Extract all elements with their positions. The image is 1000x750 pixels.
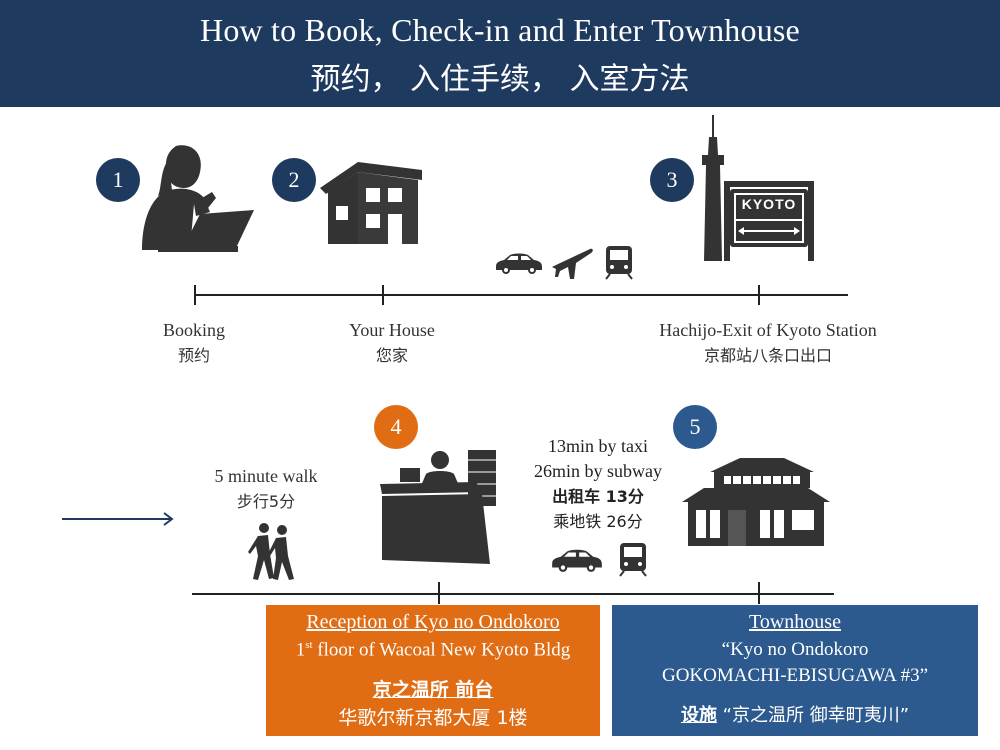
reception-floor-text: floor of Wacoal New Kyoto Bldg (312, 639, 571, 661)
reception-desk-icon (380, 450, 496, 564)
arrow-right-icon (62, 512, 174, 526)
townhouse-info-box: Townhouse “Kyo no Ondokoro GOKOMACHI-EBI… (612, 605, 978, 736)
subway-time-en: 26min by subway (534, 461, 662, 481)
person-laptop-icon (142, 145, 254, 252)
booking-label-en: Booking (162, 320, 225, 340)
step-2-badge: 2 (272, 158, 316, 202)
reception-title: Reception of Kyo no Ondokoro (306, 611, 560, 633)
timeline-bottom-line (192, 593, 834, 595)
booking-label-cn: 预约 (177, 346, 210, 365)
house-icon (320, 162, 422, 244)
timeline-tick-booking (194, 285, 196, 305)
car-icon (496, 253, 542, 274)
timeline-tick-townhouse (758, 582, 760, 604)
reception-building-cn: 华歌尔新京都大厦 1楼 (338, 707, 528, 729)
walk-label: 5 minute walk 步行5分 (196, 464, 336, 514)
station-label: Hachijo-Exit of Kyoto Station 京都站八条口出口 (620, 318, 916, 368)
walking-people-icon (248, 523, 294, 580)
reception-floor-number: 1 (295, 639, 306, 661)
station-label-cn: 京都站八条口出口 (703, 346, 832, 365)
timeline-top-line (194, 294, 848, 296)
townhouse-cn-label: 设施 (680, 705, 717, 726)
reception-floor-suffix: st (305, 639, 313, 651)
house-label: Your House 您家 (322, 318, 462, 368)
house-label-cn: 您家 (375, 346, 408, 365)
step-1-badge: 1 (96, 158, 140, 202)
reception-title-cn: 京之温所 前台 (372, 679, 494, 701)
station-label-en: Hachijo-Exit of Kyoto Station (659, 320, 877, 340)
airplane-icon (552, 248, 593, 279)
reception-floor: 1st floor of Wacoal New Kyoto Bldg (266, 639, 600, 661)
townhouse-name-cn: 设施 “京之温所 御幸町夷川” (612, 701, 978, 727)
townhouse-cn-value: “京之温所 御幸町夷川” (716, 705, 910, 726)
step-4-badge: 4 (374, 405, 418, 449)
walk-label-cn: 步行5分 (236, 492, 296, 511)
step-5-badge: 5 (673, 405, 717, 449)
taxi-time-en: 13min by taxi (548, 436, 648, 456)
townhouse-name-line2: GOKOMACHI-EBISUGAWA #3” (661, 665, 929, 686)
kyoto-tower-icon (702, 115, 814, 261)
timeline-tick-house (382, 285, 384, 305)
title-english: How to Book, Check-in and Enter Townhous… (200, 12, 800, 48)
taxi-car-icon (552, 549, 602, 572)
subway-train-icon (619, 543, 647, 577)
townhouse-icon (682, 458, 830, 546)
townhouse-name-line1: “Kyo no Ondokoro (721, 639, 869, 660)
kyoto-sign-text: KYOTO (741, 196, 797, 212)
transfer-times: 13min by taxi 26min by subway 出租车 13分 乘地… (508, 434, 688, 534)
reception-info-box: Reception of Kyo no Ondokoro 1st floor o… (266, 605, 600, 736)
timeline-tick-reception (438, 582, 440, 604)
taxi-time-cn: 出租车 13分 (552, 487, 644, 506)
header-banner: How to Book, Check-in and Enter Townhous… (0, 0, 1000, 107)
subway-time-cn: 乘地铁 26分 (553, 512, 643, 531)
townhouse-title: Townhouse (749, 611, 841, 633)
step-3-badge: 3 (650, 158, 694, 202)
train-icon (605, 246, 633, 280)
timeline-tick-station (758, 285, 760, 305)
house-label-en: Your House (349, 320, 435, 340)
booking-label: Booking 预约 (134, 318, 254, 368)
walk-label-en: 5 minute walk (214, 466, 318, 486)
title-chinese: 预约， 入住手续， 入室方法 (310, 62, 690, 97)
